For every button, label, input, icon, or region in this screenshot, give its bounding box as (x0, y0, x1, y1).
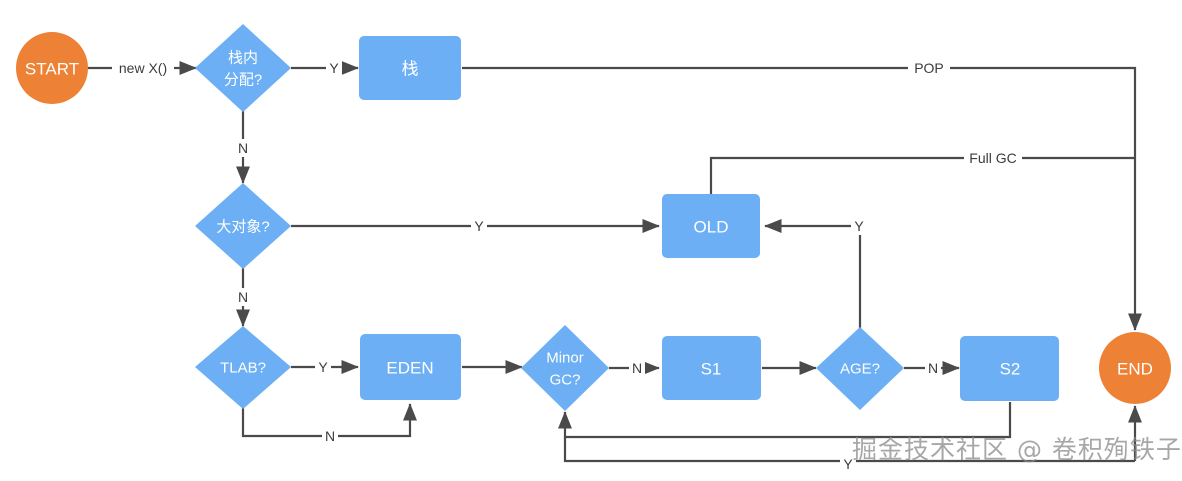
node-old[interactable]: OLD (662, 194, 760, 258)
node-start[interactable]: START (16, 32, 88, 104)
svg-text:Y: Y (474, 218, 484, 234)
nodes-layer: START 栈内 分配? 栈 大对象? OLD (16, 24, 1171, 411)
node-minor-gc-decision[interactable]: Minor GC? (521, 325, 609, 411)
edge-s2-to-minorgc (557, 402, 1012, 439)
svg-text:Y: Y (318, 359, 328, 375)
edge-label-bigobj-yes: Y (471, 217, 487, 235)
edge-label-age-no: N (925, 359, 941, 377)
edge-label-bigobj-no: N (235, 288, 251, 306)
node-age-decision[interactable]: AGE? (816, 327, 904, 410)
svg-text:Y: Y (843, 456, 853, 472)
edge-label-tlab-no: N (322, 427, 338, 445)
edge-label-full-gc: Full GC (964, 149, 1022, 167)
edge-label-minorgc-no: N (629, 359, 645, 377)
svg-text:N: N (238, 289, 248, 305)
edge-age-to-old-yes (764, 218, 862, 328)
svg-text:Y: Y (329, 60, 339, 76)
edge-label-tlab-yes: Y (315, 358, 331, 376)
edge-label-age-yes: Y (851, 217, 867, 235)
svg-text:N: N (325, 428, 335, 444)
edge-label-stack-yes: Y (326, 59, 342, 77)
svg-text:Y: Y (854, 218, 864, 234)
svg-text:N: N (238, 140, 248, 156)
node-eden[interactable]: EDEN (360, 334, 461, 400)
svg-text:Full GC: Full GC (969, 150, 1016, 166)
node-s2[interactable]: S2 (960, 336, 1059, 401)
node-s1[interactable]: S1 (662, 336, 761, 400)
node-stack[interactable]: 栈 (359, 36, 461, 100)
edge-label-return-yes: Y (840, 455, 856, 473)
node-big-object-decision[interactable]: 大对象? (195, 183, 291, 269)
edge-label-pop: POP (908, 59, 950, 77)
svg-text:N: N (928, 360, 938, 376)
node-stack-allocation-decision[interactable]: 栈内 分配? (195, 24, 291, 112)
svg-text:N: N (632, 360, 642, 376)
edge-return-to-minorgc-yes (563, 437, 1135, 463)
edge-stack-to-end-pop (462, 66, 1143, 331)
svg-text:POP: POP (914, 60, 944, 76)
edge-label-new-x: new X() (112, 59, 174, 77)
node-end[interactable]: END (1099, 332, 1171, 404)
edge-old-to-end-fullgc (709, 156, 1135, 194)
node-tlab-decision[interactable]: TLAB? (195, 326, 291, 409)
svg-text:new X(): new X() (119, 60, 167, 76)
edge-labels-layer: new X() Y N POP Y N (112, 59, 1022, 473)
edge-label-stack-no: N (235, 139, 251, 157)
